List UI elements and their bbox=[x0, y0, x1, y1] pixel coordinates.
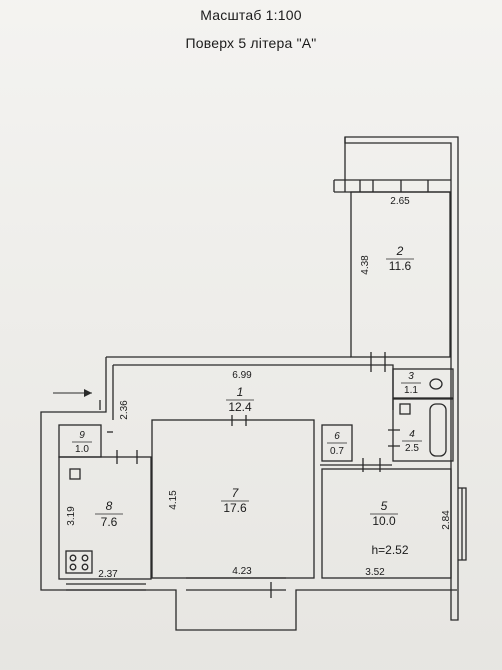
outer-wall bbox=[40, 356, 457, 631]
stove-burner bbox=[81, 563, 89, 571]
ceiling-height-label: h=2.52 bbox=[371, 543, 408, 557]
room-4-outline bbox=[392, 398, 454, 462]
dim-room7-height: 4.15 bbox=[168, 490, 179, 510]
room-6-outline bbox=[321, 424, 353, 462]
dim-room5-width: 3.52 bbox=[365, 567, 385, 578]
room-7-area: 17.6 bbox=[223, 501, 247, 515]
room-3-outline bbox=[392, 368, 454, 399]
balcony-window-wall bbox=[334, 179, 451, 193]
room-5-outline bbox=[321, 468, 452, 579]
room-4-number: 4 bbox=[409, 429, 415, 440]
room-7-window bbox=[186, 577, 286, 591]
room-1-area: 12.4 bbox=[228, 400, 252, 414]
room-9-area: 1.0 bbox=[75, 444, 89, 455]
balcony-window-frames bbox=[333, 180, 429, 192]
dim-room2-height: 4.38 bbox=[360, 255, 371, 275]
dim-kitchen-height: 3.19 bbox=[66, 506, 77, 526]
bathtub-fixture bbox=[429, 403, 447, 457]
dim-hall-left: 2.36 bbox=[119, 400, 130, 420]
room-2-number: 2 bbox=[396, 244, 404, 258]
dim-room5-window: 2.84 bbox=[441, 510, 452, 530]
scale-label: Масштаб 1:100 bbox=[200, 7, 302, 23]
dim-room7-width: 4.23 bbox=[232, 566, 252, 577]
bath-sink-fixture bbox=[399, 403, 411, 415]
toilet-fixture bbox=[429, 378, 443, 390]
kitchen-window bbox=[66, 583, 146, 591]
dim-corridor-width: 6.99 bbox=[232, 370, 252, 381]
kitchen-sink bbox=[69, 468, 81, 480]
floor-title: Поверх 5 літера "А" bbox=[185, 35, 317, 51]
room-5-window bbox=[458, 487, 467, 561]
room-4-door bbox=[388, 429, 400, 447]
room-6-number: 6 bbox=[334, 431, 340, 442]
kitchen-stove bbox=[65, 550, 93, 574]
stove-burner bbox=[69, 554, 77, 562]
room-8-area: 7.6 bbox=[101, 515, 118, 529]
hall-inner-wall bbox=[112, 364, 394, 420]
dim-balcony-top-width: 2.65 bbox=[390, 196, 410, 207]
room-6-area: 0.7 bbox=[330, 446, 344, 457]
dim-kitchen-width: 2.37 bbox=[98, 569, 118, 580]
room-8-number: 8 bbox=[106, 499, 113, 513]
room-9-number: 9 bbox=[79, 430, 85, 441]
room-8-door bbox=[116, 450, 138, 464]
room-3-number: 3 bbox=[408, 371, 414, 382]
room-5-number: 5 bbox=[381, 499, 388, 513]
room-3-area: 1.1 bbox=[404, 385, 418, 396]
room-2-outline bbox=[350, 191, 451, 358]
walls bbox=[40, 136, 467, 631]
room-4-area: 2.5 bbox=[405, 443, 419, 454]
room-labels: 1 12.4 2 11.6 3 1.1 4 2.5 5 10.0 6 0.7 7… bbox=[72, 244, 422, 529]
room-2-door bbox=[370, 352, 386, 372]
stove-burner bbox=[69, 563, 77, 571]
room-1-number: 1 bbox=[237, 385, 244, 399]
room-7-number: 7 bbox=[232, 486, 240, 500]
room-8-outline bbox=[58, 456, 152, 580]
room-5-area: 10.0 bbox=[372, 514, 396, 528]
stove-burner bbox=[81, 554, 89, 562]
room-2-area: 11.6 bbox=[389, 259, 412, 273]
room-7-door bbox=[231, 415, 247, 426]
entry-arrowhead bbox=[84, 389, 92, 397]
dimension-labels: 2.65 4.38 6.99 2.36 4.15 4.23 3.19 2.37 … bbox=[66, 196, 452, 580]
